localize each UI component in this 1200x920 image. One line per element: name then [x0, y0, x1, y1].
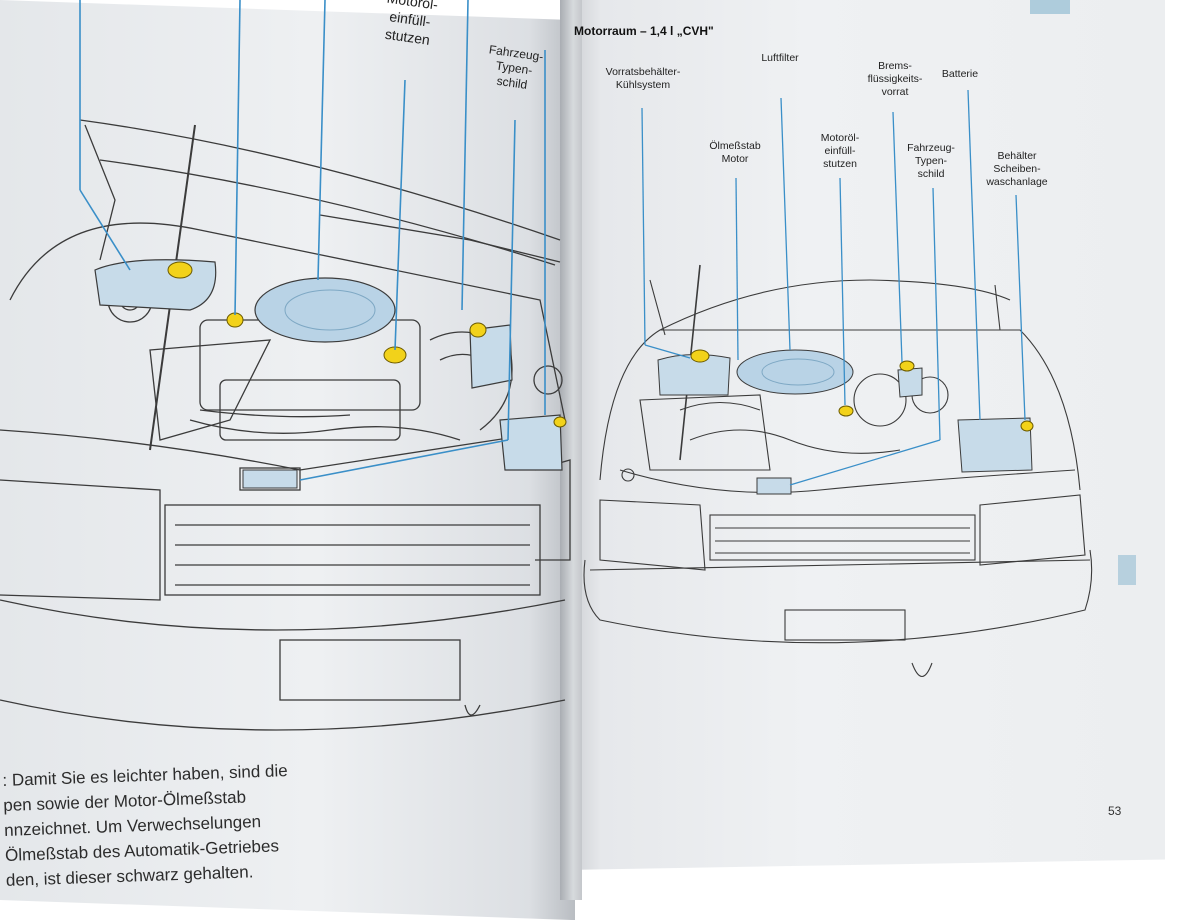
chapter-side-tab — [1118, 555, 1136, 585]
left-engine-drawing — [0, 119, 571, 731]
left-label-fahrzeug-typenschild: Fahrzeug- Typen- schild — [488, 42, 545, 92]
label-fahrzeug-typenschild: Fahrzeug- Typen- schild — [907, 142, 955, 180]
right-highlighted-caps — [690, 349, 1034, 432]
label-bremsfluessigkeitsvorrat: Brems- flüssigkeits- vorrat — [867, 60, 923, 98]
open-manual-book: Motorraum – 1,4 l „CVH" Vorratsbehälter-… — [0, 0, 1165, 920]
left-highlighted-caps — [167, 261, 567, 428]
header-tab — [1030, 0, 1070, 14]
right-battery — [957, 417, 1033, 473]
right-callout-lines — [641, 89, 1026, 486]
label-vorratsbehaelter-kuehlsystem: Vorratsbehälter- Kühlsystem — [605, 66, 681, 91]
page-number: 53 — [1108, 804, 1122, 818]
book-gutter — [560, 0, 582, 900]
label-oelmessstab-motor: Ölmeßstab Motor — [709, 140, 761, 165]
left-battery — [499, 414, 563, 471]
right-air-filter — [736, 349, 854, 395]
left-coolant-reservoir — [94, 259, 217, 311]
engine-illustrations — [0, 0, 1093, 731]
section-title: Motorraum – 1,4 l „CVH" — [574, 24, 714, 38]
left-brake-reservoir — [469, 324, 513, 389]
left-type-plate — [242, 469, 298, 489]
label-motoroel-einfuellstutzen: Motoröl- einfüll- stutzen — [820, 132, 860, 170]
label-luftfilter: Luftfilter — [761, 52, 799, 64]
label-batterie: Batterie — [941, 68, 979, 80]
left-page-body-text: : Damit Sie es leichter haben, sind die … — [2, 753, 426, 893]
left-callout-lines — [79, 0, 546, 481]
left-air-filter — [254, 277, 396, 343]
right-brake-reservoir — [897, 367, 923, 398]
label-behaelter-scheibenwaschanlage: Behälter Scheiben- waschanlage — [986, 150, 1048, 188]
right-type-plate — [756, 477, 792, 495]
